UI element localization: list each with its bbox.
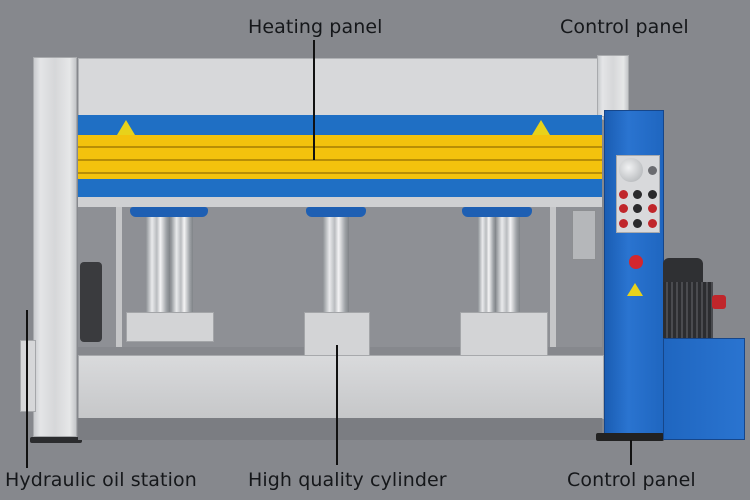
emergency-stop-button[interactable] — [629, 255, 643, 269]
inner-left-column — [116, 207, 122, 347]
cylinder-cap — [130, 207, 208, 217]
label-high-quality-cylinder: High quality cylinder — [248, 469, 447, 491]
indicator-lamp — [648, 166, 657, 175]
control-button[interactable] — [619, 219, 628, 228]
cylinder — [478, 217, 496, 317]
lower-bed — [78, 355, 604, 419]
cylinder — [146, 217, 170, 317]
control-button[interactable] — [633, 204, 642, 213]
cylinder-base — [460, 312, 548, 356]
control-foot — [596, 433, 664, 441]
heating-panel-top-strip — [78, 115, 602, 135]
hydraulic-motor — [663, 282, 713, 338]
warning-icon — [627, 283, 643, 296]
label-control-panel-bottom: Control panel — [567, 469, 696, 491]
warning-icon — [117, 120, 135, 135]
inner-right-column — [550, 207, 556, 347]
leader-control-panel — [630, 440, 632, 465]
leader-high-quality-cylinder — [336, 345, 338, 465]
cylinder-cap — [306, 207, 366, 217]
selector-knob[interactable] — [619, 158, 643, 182]
motor-top — [663, 258, 703, 282]
control-button[interactable] — [648, 204, 657, 213]
label-heating-panel: Heating panel — [248, 16, 383, 38]
control-button[interactable] — [633, 219, 642, 228]
hydraulic-station-box — [20, 340, 36, 412]
control-button[interactable] — [633, 190, 642, 199]
heating-panel-bottom-strip — [78, 179, 602, 197]
cylinder-cap — [462, 207, 532, 217]
sensor-box — [572, 210, 596, 260]
top-beam — [78, 58, 604, 120]
label-control-panel-top: Control panel — [560, 16, 689, 38]
cylinder — [171, 217, 193, 313]
leader-heating-panel — [313, 40, 315, 160]
lower-bed-shadow — [78, 418, 602, 440]
control-button[interactable] — [648, 219, 657, 228]
left-foot — [30, 437, 82, 443]
hydraulic-tank — [663, 338, 745, 440]
control-button[interactable] — [648, 190, 657, 199]
control-button[interactable] — [619, 190, 628, 199]
cylinder — [496, 217, 520, 317]
pump-unit-left — [80, 262, 102, 342]
right-post — [597, 55, 629, 117]
control-button[interactable] — [619, 204, 628, 213]
cylinder — [323, 217, 349, 317]
leader-hydraulic-oil-station — [26, 310, 28, 468]
left-post — [33, 57, 77, 437]
warning-icon — [532, 120, 550, 135]
motor-valve — [712, 295, 726, 309]
label-hydraulic-oil-station: Hydraulic oil station — [5, 469, 197, 491]
heating-panel-platens — [78, 135, 602, 179]
cylinder-base — [126, 312, 214, 342]
